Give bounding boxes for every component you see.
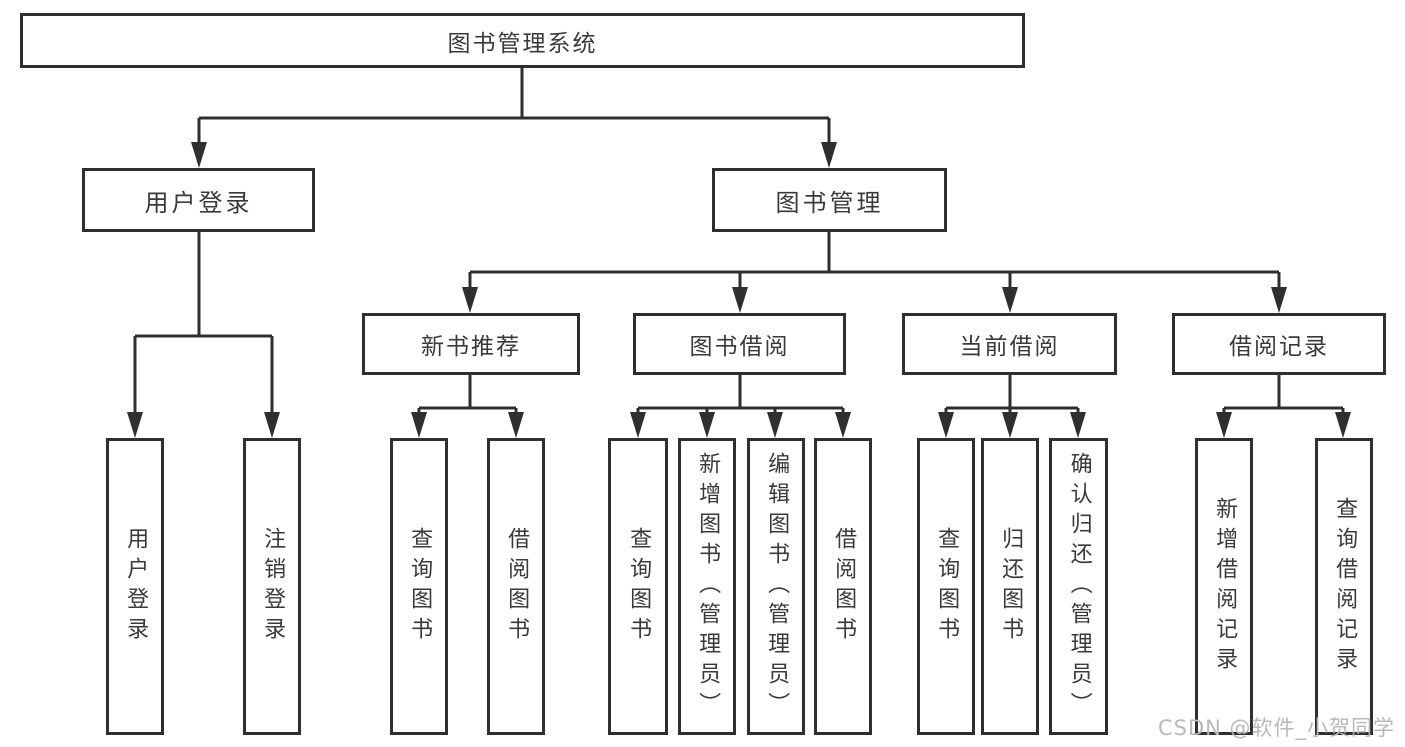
node-label: 图书管理 — [775, 188, 884, 217]
node-label: 图书借阅 — [689, 334, 790, 360]
node-label: 借阅图书 — [504, 526, 530, 647]
node-borrowing-records: 借阅记录 — [1172, 313, 1386, 375]
node-label: 新增借阅记录 — [1212, 496, 1238, 677]
leaf-add-book-admin: 新增图书（管理员） — [678, 438, 736, 735]
leaf-logout: 注销登录 — [243, 438, 301, 735]
node-label: 借阅记录 — [1229, 334, 1329, 360]
leaf-query-books-borrowing: 查询图书 — [608, 438, 668, 735]
node-library-management-system: 图书管理系统 — [20, 13, 1025, 68]
node-label: 新书推荐 — [421, 334, 521, 360]
node-user-login: 用户登录 — [82, 168, 315, 232]
node-label: 查询图书 — [407, 526, 433, 647]
node-current-borrowing: 当前借阅 — [902, 313, 1117, 375]
leaf-confirm-return-admin: 确认归还（管理员） — [1049, 438, 1108, 735]
node-label: 查询图书 — [626, 526, 652, 647]
node-label: 用户登录 — [144, 188, 253, 217]
node-label: 查询借阅记录 — [1332, 496, 1358, 677]
node-label: 归还图书 — [998, 526, 1024, 647]
node-label: 确认归还（管理员） — [1066, 451, 1092, 722]
node-label: 查询图书 — [934, 526, 960, 647]
node-book-borrowing: 图书借阅 — [633, 313, 846, 375]
leaf-query-books-recommend: 查询图书 — [390, 438, 448, 735]
node-label: 图书管理系统 — [447, 30, 598, 57]
leaf-return-book: 归还图书 — [981, 438, 1039, 735]
node-label: 新增图书（管理员） — [695, 451, 721, 722]
node-label: 编辑图书（管理员） — [764, 451, 790, 722]
node-new-book-recommendation: 新书推荐 — [362, 313, 580, 375]
leaf-borrow-books-recommend: 借阅图书 — [487, 438, 545, 735]
node-label: 用户登录 — [123, 526, 149, 647]
leaf-query-borrow-record: 查询借阅记录 — [1315, 438, 1373, 735]
leaf-borrow-books-borrowing: 借阅图书 — [814, 438, 872, 735]
csdn-watermark: CSDN @软件_小贺同学 — [1158, 716, 1396, 740]
node-label: 借阅图书 — [831, 526, 857, 647]
node-label: 当前借阅 — [959, 334, 1060, 360]
node-book-management: 图书管理 — [712, 168, 947, 232]
leaf-edit-book-admin: 编辑图书（管理员） — [747, 438, 805, 735]
leaf-user-login: 用户登录 — [106, 438, 164, 735]
node-label: 注销登录 — [260, 526, 286, 647]
leaf-add-borrow-record: 新增借阅记录 — [1195, 438, 1253, 735]
leaf-query-books-current: 查询图书 — [917, 438, 975, 735]
